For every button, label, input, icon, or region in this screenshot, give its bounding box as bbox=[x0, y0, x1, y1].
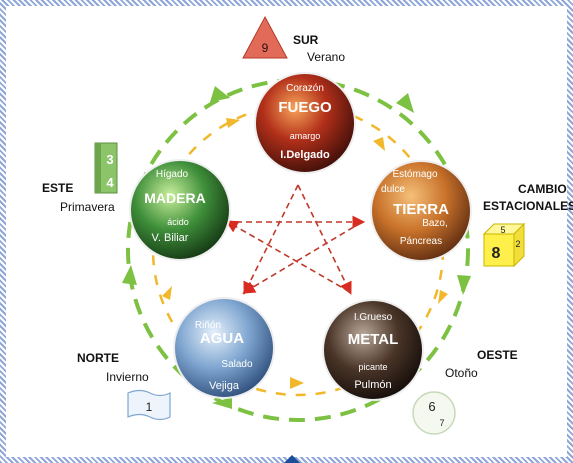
metal-organ: I.Grueso bbox=[354, 312, 393, 323]
fire-organ: Corazón bbox=[286, 83, 324, 94]
center-number-top: 5 bbox=[500, 225, 505, 235]
metal-taste: picante bbox=[358, 362, 387, 372]
water-viscera: Vejiga bbox=[209, 380, 240, 392]
west-number-2: 7 bbox=[439, 418, 444, 428]
center-label-2: ESTACIONALES bbox=[483, 199, 573, 213]
wood-name: MADERA bbox=[144, 190, 205, 206]
west-number-1: 6 bbox=[428, 399, 435, 414]
east-season: Primavera bbox=[60, 200, 115, 214]
inner-cycle-arrows bbox=[162, 118, 448, 389]
south-season: Verano bbox=[307, 50, 346, 64]
south-number-triangle: 9 bbox=[242, 15, 288, 59]
generation-arrows bbox=[122, 86, 471, 409]
south-number: 9 bbox=[262, 41, 269, 55]
water-taste: Salado bbox=[221, 359, 253, 370]
wood-organ: Hígado bbox=[156, 169, 189, 180]
earth-organ: Estómago bbox=[392, 169, 437, 180]
element-wood[interactable]: Hígado MADERA ácido V. Biliar bbox=[129, 159, 231, 261]
north-number-flag: 1 bbox=[127, 389, 171, 421]
earth-viscera: Bazo, bbox=[422, 218, 448, 229]
north-season: Invierno bbox=[106, 370, 149, 384]
center-number-main: 8 bbox=[492, 245, 501, 262]
west-season: Otoño bbox=[445, 366, 478, 380]
center-number-cube: 5 8 2 bbox=[482, 222, 526, 268]
element-water[interactable]: Riñón AGUA Salado Vejiga bbox=[173, 297, 275, 399]
fire-taste: amargo bbox=[290, 131, 321, 141]
center-number-side: 2 bbox=[515, 239, 520, 249]
east-number-1: 3 bbox=[106, 152, 113, 167]
element-metal[interactable]: I.Grueso METAL picante Pulmón bbox=[322, 299, 424, 401]
wood-viscera: V. Biliar bbox=[152, 232, 189, 244]
element-fire[interactable]: Corazón FUEGO amargo I.Delgado bbox=[254, 72, 356, 174]
earth-viscera-2: Páncreas bbox=[400, 236, 442, 247]
center-label-1: CAMBIO bbox=[518, 182, 567, 196]
bottom-notch bbox=[284, 455, 300, 463]
north-number: 1 bbox=[146, 400, 153, 414]
east-number-bar: 3 4 bbox=[94, 142, 118, 194]
west-label: OESTE bbox=[477, 348, 518, 362]
water-organ: Riñón bbox=[195, 320, 221, 331]
earth-name: TIERRA bbox=[393, 201, 449, 218]
control-star bbox=[225, 184, 366, 295]
east-number-2: 4 bbox=[106, 175, 114, 190]
element-earth[interactable]: Estómago dulce TIERRA Bazo, Páncreas bbox=[370, 160, 472, 262]
metal-name: METAL bbox=[348, 331, 399, 348]
water-name: AGUA bbox=[200, 330, 244, 347]
wood-taste: ácido bbox=[167, 217, 189, 227]
fire-viscera: I.Delgado bbox=[280, 149, 330, 161]
north-label: NORTE bbox=[77, 351, 119, 365]
south-label: SUR bbox=[293, 33, 319, 47]
earth-taste: dulce bbox=[381, 184, 405, 195]
metal-viscera: Pulmón bbox=[354, 379, 391, 391]
fire-name: FUEGO bbox=[278, 99, 332, 116]
generation-cycle-ring bbox=[126, 78, 470, 422]
west-number-circle: 6 7 bbox=[412, 391, 456, 435]
east-label: ESTE bbox=[42, 181, 74, 195]
